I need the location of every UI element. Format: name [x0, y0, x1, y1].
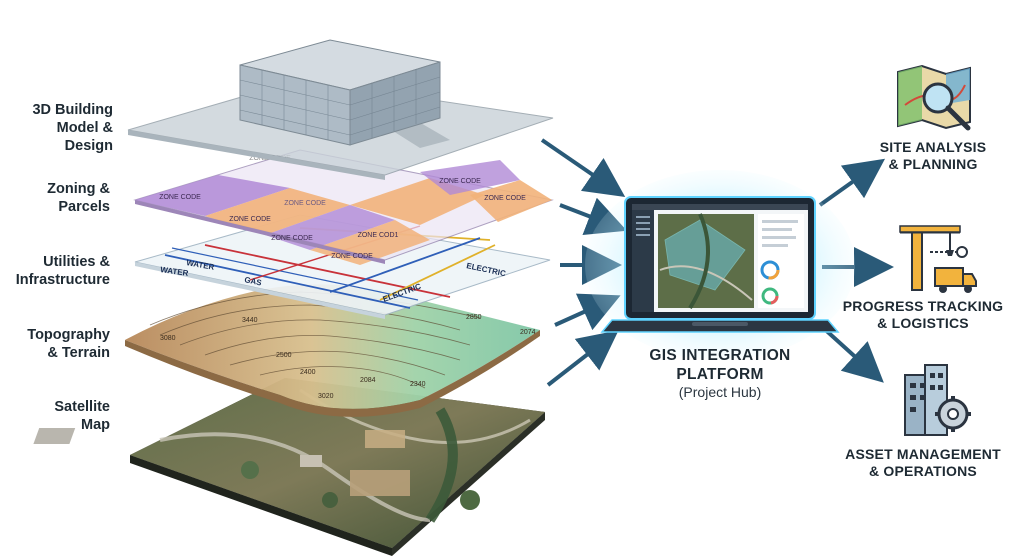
- output-label-asset: ASSET MANAGEMENT & OPERATIONS: [845, 446, 1001, 479]
- contour-label: 3020: [318, 393, 334, 400]
- hub-subtitle: (Project Hub): [678, 384, 762, 400]
- contour-label: 2400: [300, 369, 316, 376]
- layer-label-zoning: Zoning & Parcels: [47, 181, 110, 215]
- building-gear-icon: [904, 364, 971, 436]
- contour-label: 2084: [360, 377, 376, 384]
- contour-label: 3440: [242, 317, 258, 324]
- contour-label: 2500: [276, 352, 292, 359]
- arrow-to-asset: [818, 323, 884, 383]
- arrow-to-site: [818, 158, 886, 207]
- hub-title: GIS INTEGRATION PLATFORM: [649, 347, 791, 383]
- zone-label: ZONE CODE: [439, 178, 481, 185]
- building-layer: [127, 39, 554, 180]
- layer-label-utilities: Utilities & Infrastructure: [15, 254, 110, 288]
- topography-layer: 3080 3440 2500 2400 2084 3020 2340 2850 …: [125, 284, 540, 417]
- zoning-layer: ZONE CODE ZONE CODE ZONE CODE ZONE CODE …: [133, 149, 554, 265]
- arrow-satellite: [546, 330, 619, 387]
- contour-label: 2074: [520, 329, 536, 336]
- zone-label: ZONE COD1: [358, 232, 399, 239]
- arrow-topography: [554, 293, 621, 331]
- arrow-building: [540, 138, 626, 198]
- layer-label-satellite: Satellite Map: [54, 399, 110, 433]
- zone-label: ZONE CODE: [229, 216, 271, 223]
- utility-label-water: WATER: [160, 265, 189, 278]
- output-label-site: SITE ANALYSIS & PLANNING: [879, 139, 987, 172]
- gis-platform-laptop: [585, 170, 855, 360]
- zone-label: ZONE CODE: [484, 195, 526, 202]
- zone-label: ZONE CODE: [284, 200, 326, 207]
- utility-label-gas: GAS: [244, 275, 263, 288]
- zone-label: ZONE CODE: [159, 194, 201, 201]
- zone-label: ZONE CODE: [271, 235, 313, 242]
- layer-label-building: 3D Building Model & Design: [32, 102, 113, 154]
- contour-label: 2340: [410, 381, 426, 388]
- crane-truck-icon: [899, 225, 977, 293]
- zone-label: ZONE CODE: [331, 253, 373, 260]
- map-magnifier-icon: [897, 64, 971, 131]
- utilities-layer: WATER WATER GAS ELECTRIC ELECTRIC: [134, 214, 551, 319]
- contour-label: 3080: [160, 335, 176, 342]
- layer-label-topography: Topography & Terrain: [27, 327, 110, 361]
- contour-label: 2850: [466, 314, 482, 321]
- output-label-progress: PROGRESS TRACKING & LOGISTICS: [842, 298, 1004, 331]
